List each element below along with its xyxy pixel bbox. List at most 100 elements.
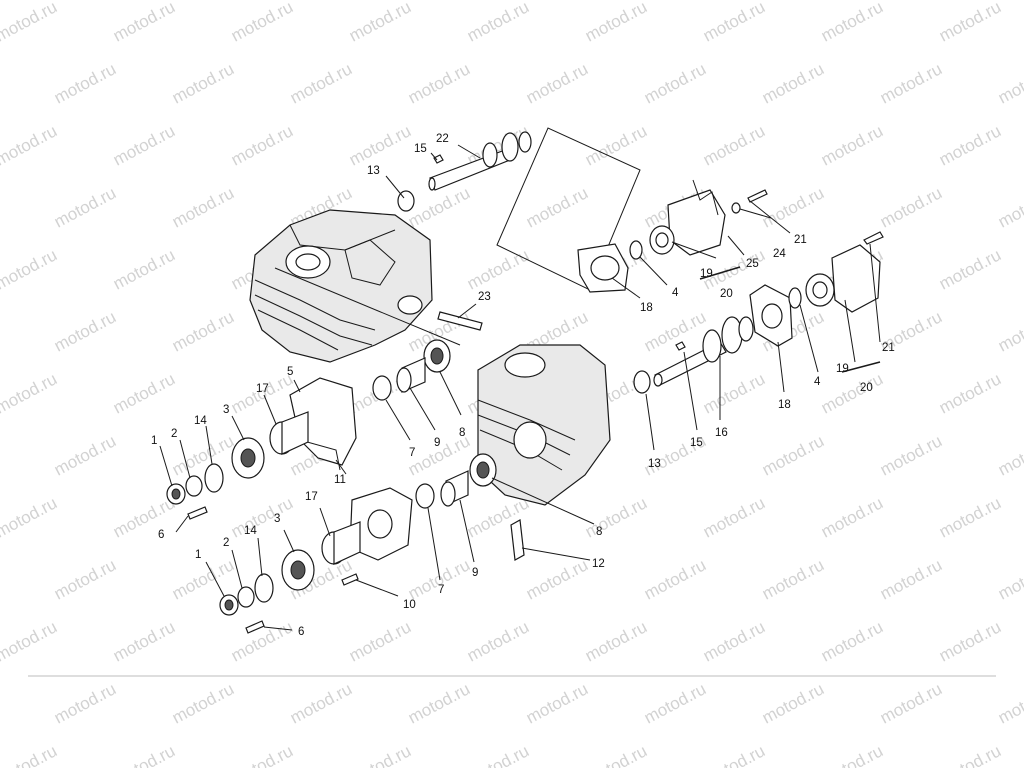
watermark-text: motod.ru [582,617,650,665]
watermark-text: motod.ru [936,121,1004,169]
watermark-text: motod.ru [464,741,532,768]
watermark-text: motod.ru [0,617,60,665]
watermark-text: motod.ru [877,431,945,479]
rear-cylinder-head [249,209,433,363]
key-pin [675,341,686,351]
watermark-text: motod.ru [0,679,1,727]
watermark-text: motod.ru [169,679,237,727]
front-camshaft [653,316,754,387]
watermark-text: motod.ru [700,121,768,169]
watermark-text: motod.ru [464,617,532,665]
watermark-text: motod.ru [877,555,945,603]
callout-15: 15 [414,143,427,155]
bearing [469,453,497,487]
watermark-text: motod.ru [700,493,768,541]
watermark-text: motod.ru [0,493,60,541]
watermark-text: motod.ru [51,555,119,603]
thrust-washer [204,463,224,493]
watermark-text: motod.ru [405,59,473,107]
watermark-text: motod.ru [818,617,886,665]
bushing [396,357,426,393]
watermark-text: motod.ru [51,431,119,479]
watermark-text: motod.ru [936,245,1004,293]
watermark-text: motod.ru [0,307,1,355]
watermark-text: motod.ru [110,0,178,46]
key-pin [433,154,444,164]
watermark-text: motod.ru [936,369,1004,417]
camshaft-reference-outline [496,127,641,291]
watermark-text: motod.ru [818,121,886,169]
callout-15: 15 [690,437,703,449]
circlip [788,287,802,309]
watermark-text: motod.ru [0,741,60,768]
watermark-text: motod.ru [110,493,178,541]
watermark-text: motod.ru [700,0,768,46]
nut [166,483,186,505]
callout-18: 18 [778,399,791,411]
watermark-text: motod.ru [464,0,532,46]
washer [237,586,255,608]
watermark-text: motod.ru [0,555,1,603]
watermark-text: motod.ru [995,555,1024,603]
watermark-text: motod.ru [759,431,827,479]
watermark-text: motod.ru [818,741,886,768]
nut [219,594,239,616]
watermark-text: motod.ru [0,431,1,479]
bracket [699,266,741,280]
watermark-text: motod.ru [523,555,591,603]
callout-2: 2 [171,428,177,440]
callout-23: 23 [478,291,491,303]
watermark-text: motod.ru [405,555,473,603]
callout-5: 5 [287,366,293,378]
bolt [245,620,265,634]
watermark-text: motod.ru [405,679,473,727]
callout-19: 19 [836,363,849,375]
watermark-text: motod.ru [51,679,119,727]
sprocket-gear [231,437,265,479]
watermark-text: motod.ru [464,245,532,293]
watermark-text: motod.ru [51,59,119,107]
callout-17: 17 [305,491,318,503]
sprocket-gear [281,549,315,591]
callout-22: 22 [436,133,449,145]
watermark-text: motod.ru [405,183,473,231]
watermark-text: motod.ru [582,0,650,46]
watermark-text: motod.ru [110,121,178,169]
watermark-text: motod.ru [818,493,886,541]
watermark-text: motod.ru [877,679,945,727]
callout-9: 9 [434,437,440,449]
callout-14: 14 [194,415,207,427]
stud [510,519,525,561]
watermark-text: motod.ru [0,183,1,231]
watermark-text: motod.ru [228,121,296,169]
watermark-text: motod.ru [936,617,1004,665]
watermark-text: motod.ru [0,59,1,107]
watermark-text: motod.ru [523,183,591,231]
watermark-text: motod.ru [169,431,237,479]
watermark-text: motod.ru [641,679,709,727]
watermark-text: motod.ru [0,121,60,169]
cover-plate [349,487,413,561]
watermark-text: motod.ru [700,617,768,665]
callout-6: 6 [298,626,304,638]
watermark-text: motod.ru [169,59,237,107]
callout-20: 20 [860,382,873,394]
bearing [423,339,451,373]
callout-6: 6 [158,529,164,541]
callout-9: 9 [472,567,478,579]
watermark-text: motod.ru [110,617,178,665]
watermark-text: motod.ru [936,741,1004,768]
circlip [629,240,643,260]
watermark-text: motod.ru [169,183,237,231]
watermark-text: motod.ru [346,617,414,665]
callout-1: 1 [151,435,157,447]
rear-camshaft [428,131,532,191]
watermark-text: motod.ru [287,679,355,727]
callout-3: 3 [223,404,229,416]
watermark-text: motod.ru [582,741,650,768]
watermark-text: motod.ru [110,741,178,768]
callout-21: 21 [882,342,895,354]
circlip [633,370,651,394]
bushing [440,470,469,507]
